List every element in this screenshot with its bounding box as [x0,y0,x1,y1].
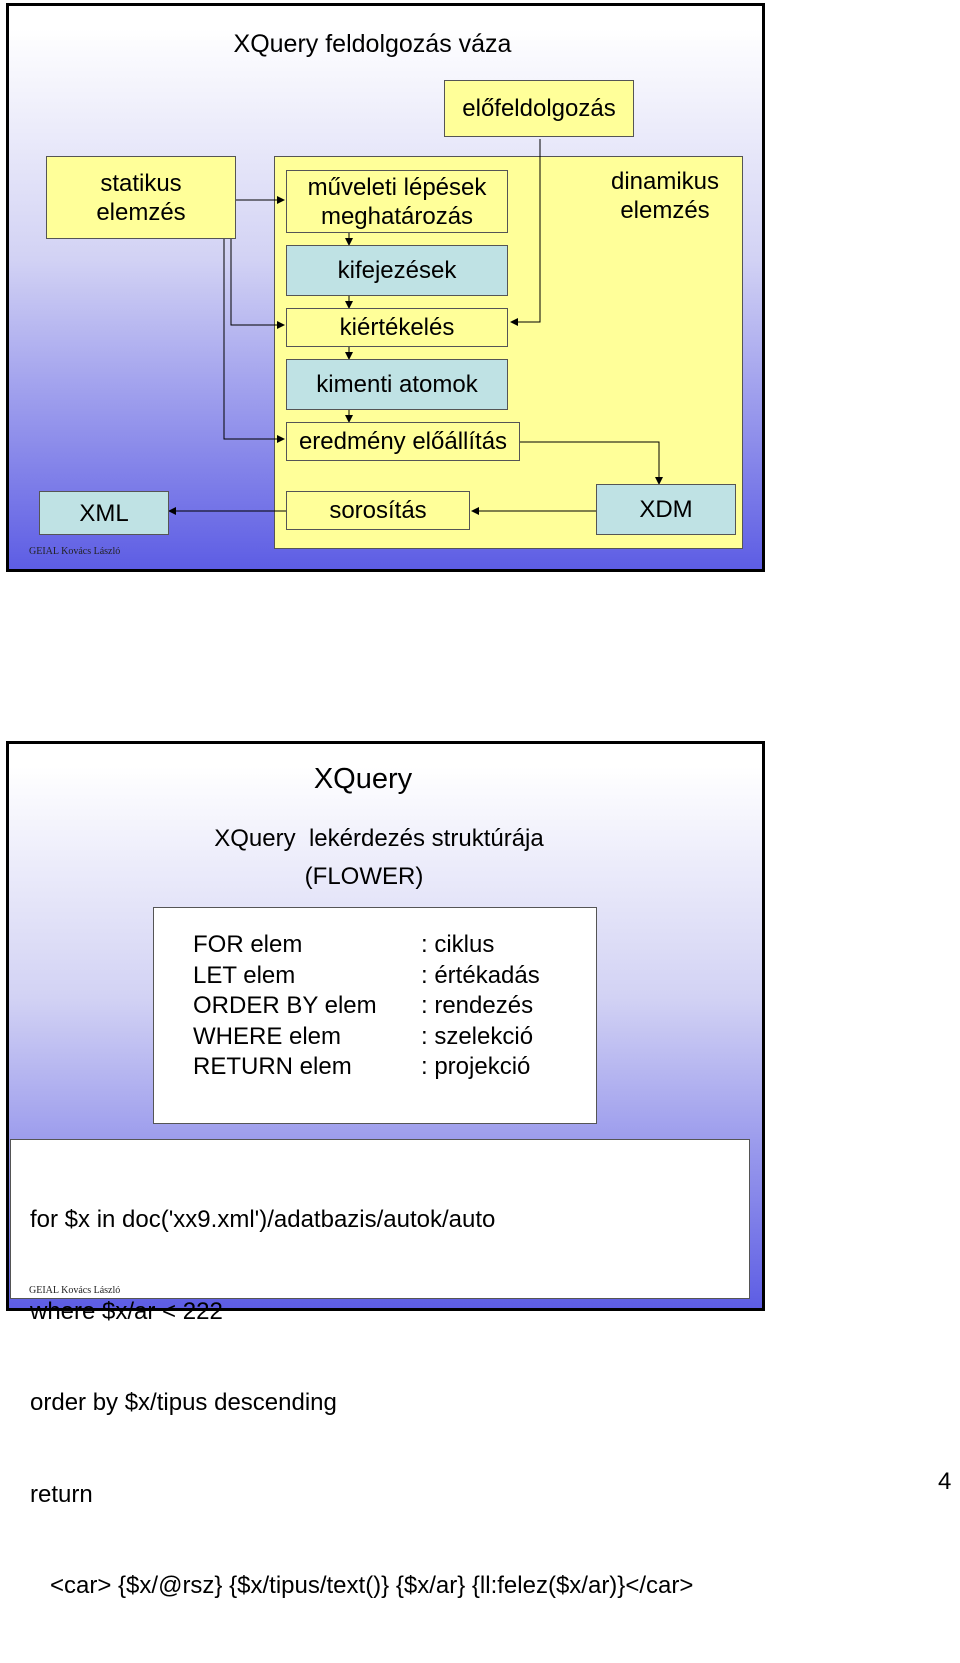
clause-name: LET elem [193,961,296,989]
evaluation-box: kiértékelés [286,308,508,347]
flow-arrows [168,139,663,515]
operations-line1: műveleti lépések [307,173,487,201]
arrow-static-to-result [223,239,285,443]
slide2-credit: GEIAL Kovács László [29,1285,121,1296]
code-line: for $x in doc('xx9.xml')/adatbazis/autok… [30,1206,496,1233]
preprocessing-box: előfeldolgozás [444,80,634,137]
subtitle-line2: (FLOWER) [304,863,424,890]
clauses-panel: FOR elem LET elem ORDER BY elem WHERE el… [153,907,597,1124]
operations-line2: meghatározás [320,202,474,230]
xdm-box: XDM [596,484,736,535]
dynamic-analysis-line1: dinamikus [610,168,720,195]
clause-name: ORDER BY elem [193,992,377,1019]
code-line: order by $x/tipus descending [30,1389,337,1416]
static-analysis-line2: elemzés [96,198,186,226]
atoms-box: kimenti atomok [286,359,508,410]
clause-meaning: : szelekció [421,1022,534,1050]
xml-box: XML [39,491,169,535]
slide2-title: XQuery [313,763,413,795]
slide2-subtitle: XQuery lekérdezés struktúrája (FLOWER) [9,824,749,892]
dynamic-analysis-line2: elemzés [620,197,710,224]
clause-meaning: : rendezés [421,992,534,1019]
clause-meaning: : értékadás [421,961,540,989]
clause-meaning: : projekció [421,1053,531,1080]
clause-meaning: : ciklus [421,931,495,958]
expressions-box: kifejezések [286,245,508,296]
operations-box: műveleti lépések meghatározás [286,170,508,233]
slide1-title: XQuery feldolgozás váza [233,30,512,58]
clause-name: RETURN elem [193,1053,352,1080]
slide-processing-framework: XQuery feldolgozás váza dinamikus elemzé… [6,3,765,572]
code-panel: for $x in doc('xx9.xml')/adatbazis/autok… [10,1139,750,1599]
arrow-result-to-xdm [520,441,663,485]
dynamic-analysis-label: dinamikus elemzés [605,167,725,225]
clause-name: WHERE elem [193,1022,342,1050]
subtitle-line1: XQuery lekérdezés struktúrája [214,825,544,852]
page-number: 4 [938,1468,952,1495]
code-line: return [30,1480,93,1508]
result-box: eredmény előállítás [286,422,520,461]
arrow-static-to-evaluation [230,239,285,329]
slide-flower-structure: XQuery XQuery lekérdezés struktúrája (FL… [6,741,765,1599]
code-line: <car> {$x/@rsz} {$x/tipus/text()} {$x/ar… [30,1572,694,1599]
code-line: where $x/ar < 222 [30,1297,223,1325]
clause-meanings: : ciklus : értékadás : rendezés : szelek… [421,930,540,1083]
clause-names: FOR elem LET elem ORDER BY elem WHERE el… [193,930,377,1083]
arrow-preprocessing-to-evaluation [510,139,541,326]
static-analysis-line1: statikus [100,169,182,197]
static-analysis-box: statikus elemzés [46,156,236,239]
clause-name: FOR elem [193,931,303,958]
serialization-box: sorosítás [286,491,470,530]
slide1-credit: GEIAL Kovács László [29,546,121,557]
code-listing: for $x in doc('xx9.xml')/adatbazis/autok… [30,1144,693,1663]
